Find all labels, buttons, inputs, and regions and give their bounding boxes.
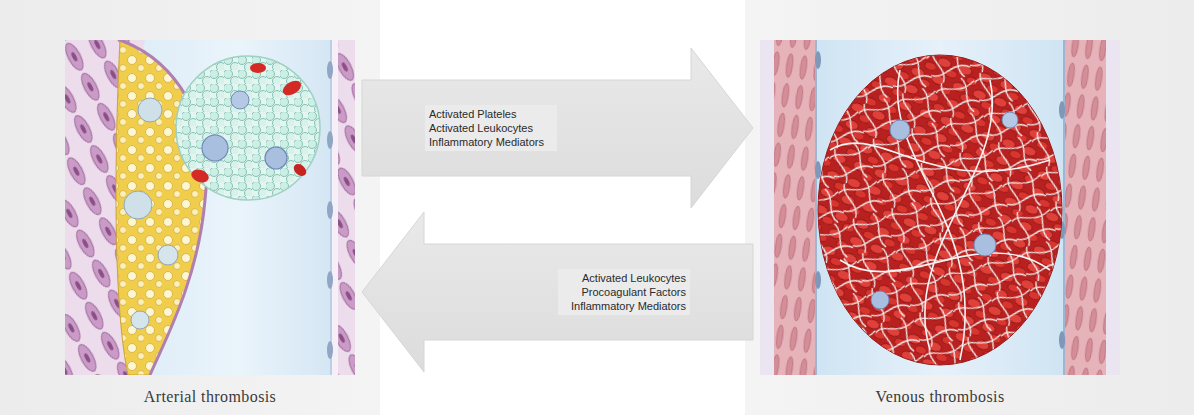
illustration-shape [65, 40, 355, 375]
illustration-shape [231, 91, 249, 109]
illustration-shape [1059, 331, 1065, 349]
panel-caption: Venous thrombosis [755, 388, 1125, 406]
illustration-shape [774, 40, 816, 375]
illustration-shape [815, 161, 821, 179]
illustration-shape [974, 234, 996, 256]
illustration-shape [176, 56, 320, 200]
illustration-panel: Venous thrombosis [755, 36, 1125, 408]
illustration-shape [760, 40, 1120, 375]
arterial-illustration [65, 40, 355, 375]
illustration-shape [327, 61, 333, 79]
illustration-shape [138, 98, 162, 122]
illustration-shape [818, 55, 1062, 365]
illustration-shape [250, 63, 266, 73]
panel-caption: Arterial thrombosis [60, 388, 360, 406]
illustration-shape [338, 40, 355, 375]
illustration-shape [158, 245, 178, 265]
illustration-shape [202, 135, 228, 161]
illustration-panel: Arterial thrombosis [60, 36, 360, 408]
illustration-shape [1002, 112, 1018, 128]
illustration-shape [815, 271, 821, 289]
illustration-shape [124, 191, 152, 219]
illustration-shape [189, 167, 210, 184]
illustration-shape [815, 40, 817, 375]
illustration-shape [1059, 101, 1065, 119]
illustration-shape [816, 40, 1064, 375]
background-panel [0, 0, 380, 415]
arrow-label: Activated Plateles Activated Leukocytes … [425, 105, 557, 151]
venous-illustration [760, 40, 1120, 375]
illustration-shape [265, 147, 287, 169]
illustration-shape [327, 341, 333, 359]
block-arrow [362, 212, 753, 372]
illustration-shape [327, 131, 333, 149]
illustration-shape [830, 70, 1050, 360]
illustration-shape [327, 271, 333, 289]
illustration-shape [327, 201, 333, 219]
illustration-shape [815, 51, 821, 69]
arrow-label: Activated Leukocytes Procoagulant Factor… [558, 269, 690, 315]
illustration-shape [280, 78, 303, 98]
background-panel [745, 0, 1194, 415]
illustration-shape [818, 55, 1062, 365]
illustration-shape [291, 162, 308, 179]
block-arrow [362, 48, 753, 208]
illustration-shape [331, 40, 355, 375]
illustration-shape [871, 291, 889, 309]
illustration-shape [890, 120, 910, 140]
illustration-shape [1063, 40, 1065, 375]
illustration-shape [1064, 40, 1106, 375]
illustration-shape [131, 311, 149, 329]
illustration-shape [818, 55, 1062, 365]
